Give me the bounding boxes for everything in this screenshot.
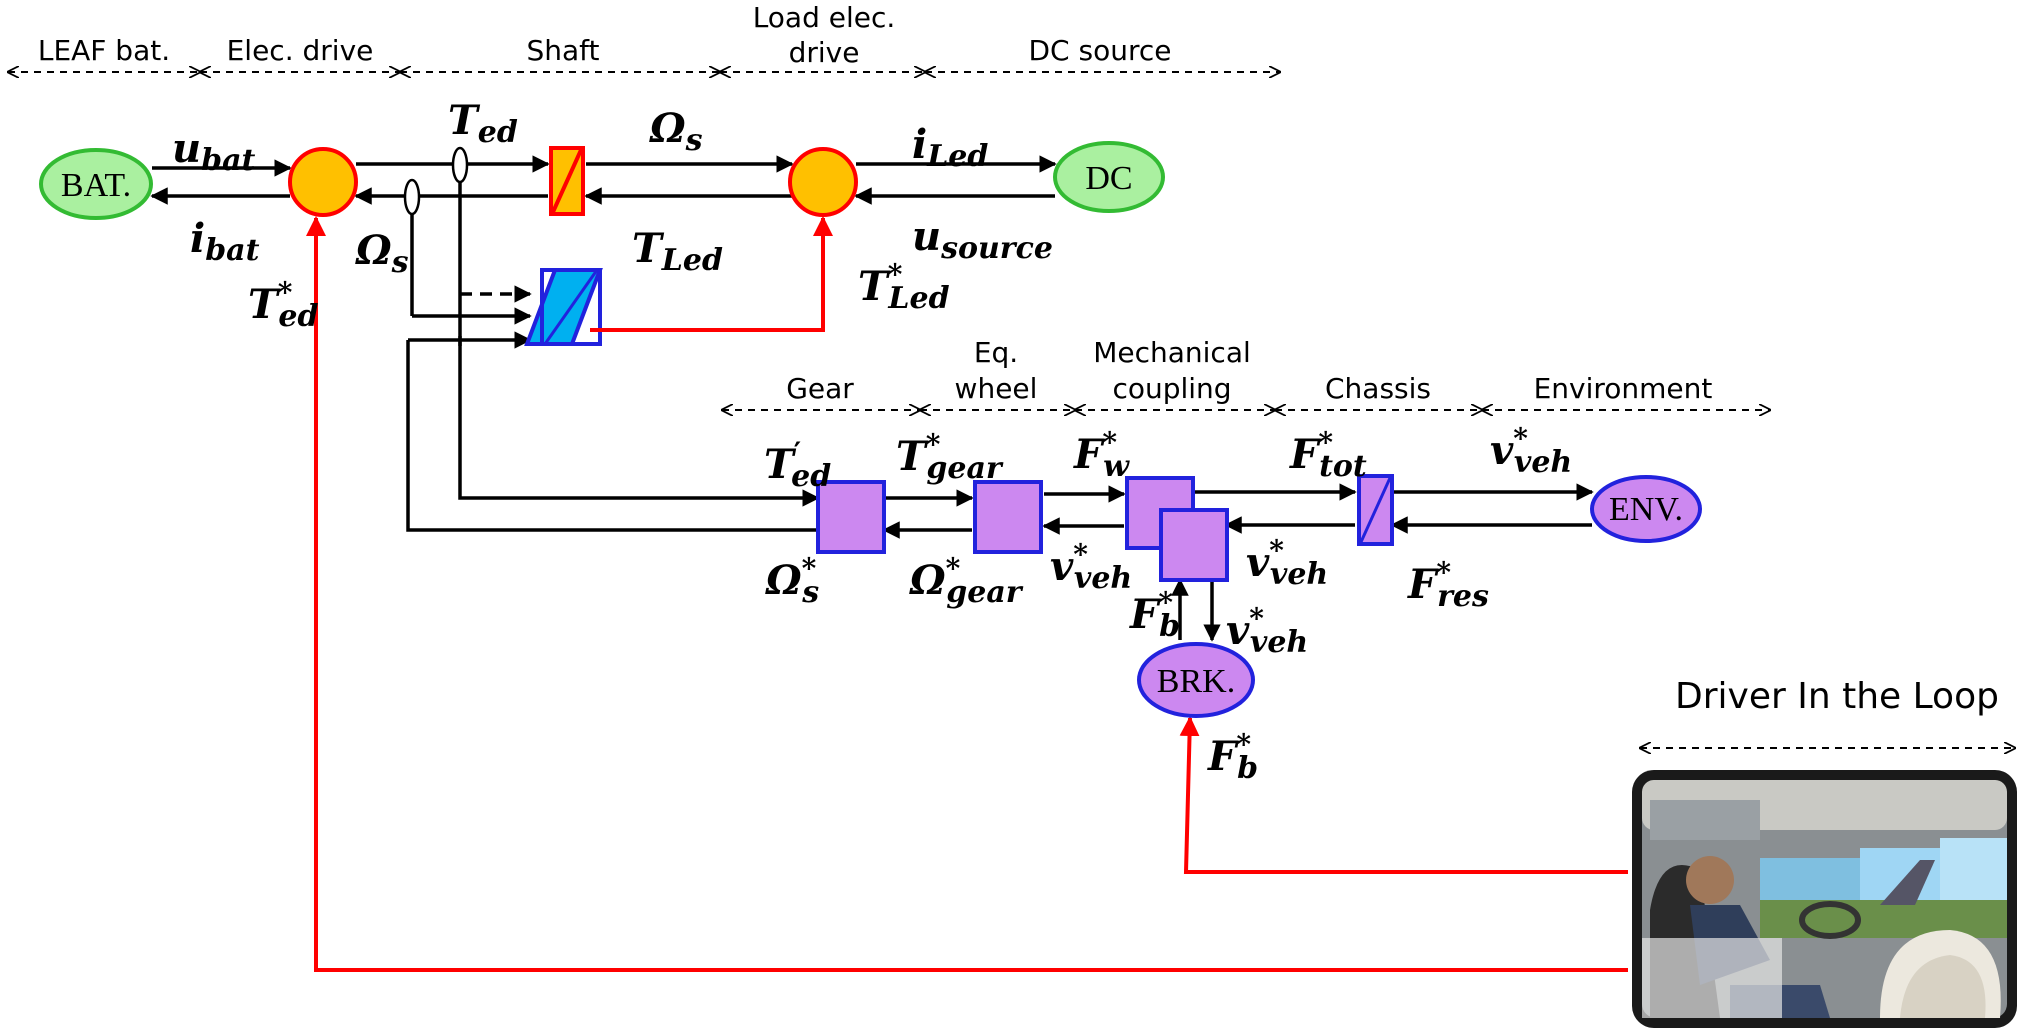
- environment-node: [1590, 475, 1702, 543]
- section-label-dc-source: DC source: [1029, 34, 1172, 67]
- label-v-veh-brake: v*veh: [1226, 602, 1308, 660]
- section-label-mechanical: Mechanical: [1093, 336, 1251, 369]
- coupling-block-2: [1159, 508, 1229, 582]
- section-label-coupling: coupling: [1112, 372, 1231, 405]
- label-F-tot-ref: F*tot: [1289, 426, 1367, 484]
- label-i-bat: ibat: [190, 215, 260, 268]
- brake-node: [1137, 642, 1255, 718]
- section-label-gear: Gear: [786, 372, 854, 405]
- label-T-Led: TLed: [632, 225, 723, 278]
- electric-drive-node: [288, 147, 358, 217]
- driver-simulator-photo: [1632, 770, 2017, 1028]
- variable-labels: ubat ibat Ted Ωs T*ed Ωs TLed iLed usour…: [172, 97, 1572, 786]
- label-Omega-s-ref: Ω*s: [765, 552, 819, 610]
- battery-source: [39, 148, 153, 220]
- driver-loop-label: Driver In the Loop: [1675, 676, 1999, 717]
- section-label-wheel: wheel: [955, 372, 1038, 405]
- section-label-environment: Environment: [1534, 372, 1713, 405]
- section-label-chassis: Chassis: [1325, 372, 1431, 405]
- section-label-elec-drive: Elec. drive: [227, 34, 374, 67]
- gear-block: [816, 480, 886, 554]
- section-label-load-elec: Load elec.: [753, 1, 896, 34]
- load-drive-node: [788, 147, 858, 217]
- environment-label: ENV.: [1609, 491, 1683, 528]
- control-strategy-block: [524, 268, 603, 346]
- label-v-veh-env: v*veh: [1490, 422, 1572, 480]
- section-label-load-drive: drive: [789, 36, 860, 69]
- label-T-Led-ref: T*Led: [858, 258, 950, 316]
- power-flow-arrows: [150, 155, 1057, 205]
- label-u-bat: ubat: [172, 125, 256, 178]
- brake-label: BRK.: [1157, 663, 1235, 700]
- section-label-battery: LEAF bat.: [38, 34, 170, 67]
- label-F-b-ref-driver: F*b: [1207, 728, 1258, 786]
- label-Omega-s-shaft: Ωs: [649, 105, 703, 158]
- dc-source: [1053, 141, 1165, 213]
- label-T-ed-prime: T′ed: [764, 436, 831, 494]
- eq-wheel-block: [973, 480, 1043, 554]
- label-v-veh-coupling: v*veh: [1246, 534, 1328, 592]
- label-F-res-ref: F*res: [1407, 556, 1489, 614]
- label-T-gear-ref: T*gear: [896, 428, 1004, 486]
- label-T-ed: Ted: [448, 97, 518, 150]
- mechanical-flow-arrows: [882, 483, 1594, 642]
- label-T-ed-ref: T*ed: [248, 276, 319, 334]
- label-v-veh-wheel: v*veh: [1050, 538, 1132, 596]
- dc-label: DC: [1085, 160, 1132, 197]
- label-u-source: usource: [912, 213, 1053, 266]
- label-F-b-ref-top: F*b: [1129, 586, 1180, 644]
- label-Omega-gear-ref: Ω*gear: [909, 552, 1024, 610]
- control-lines: [306, 216, 1628, 972]
- chassis-block: [1357, 474, 1394, 546]
- section-label-shaft: Shaft: [526, 34, 599, 67]
- measurement-taps: [403, 146, 820, 532]
- label-i-Led: iLed: [912, 121, 988, 174]
- label-F-w-ref: F*w: [1073, 426, 1130, 484]
- shaft-converter: [549, 146, 585, 216]
- label-Omega-s-top: Ωs: [355, 227, 409, 280]
- battery-label: BAT.: [61, 167, 131, 204]
- section-label-eq: Eq.: [974, 336, 1018, 369]
